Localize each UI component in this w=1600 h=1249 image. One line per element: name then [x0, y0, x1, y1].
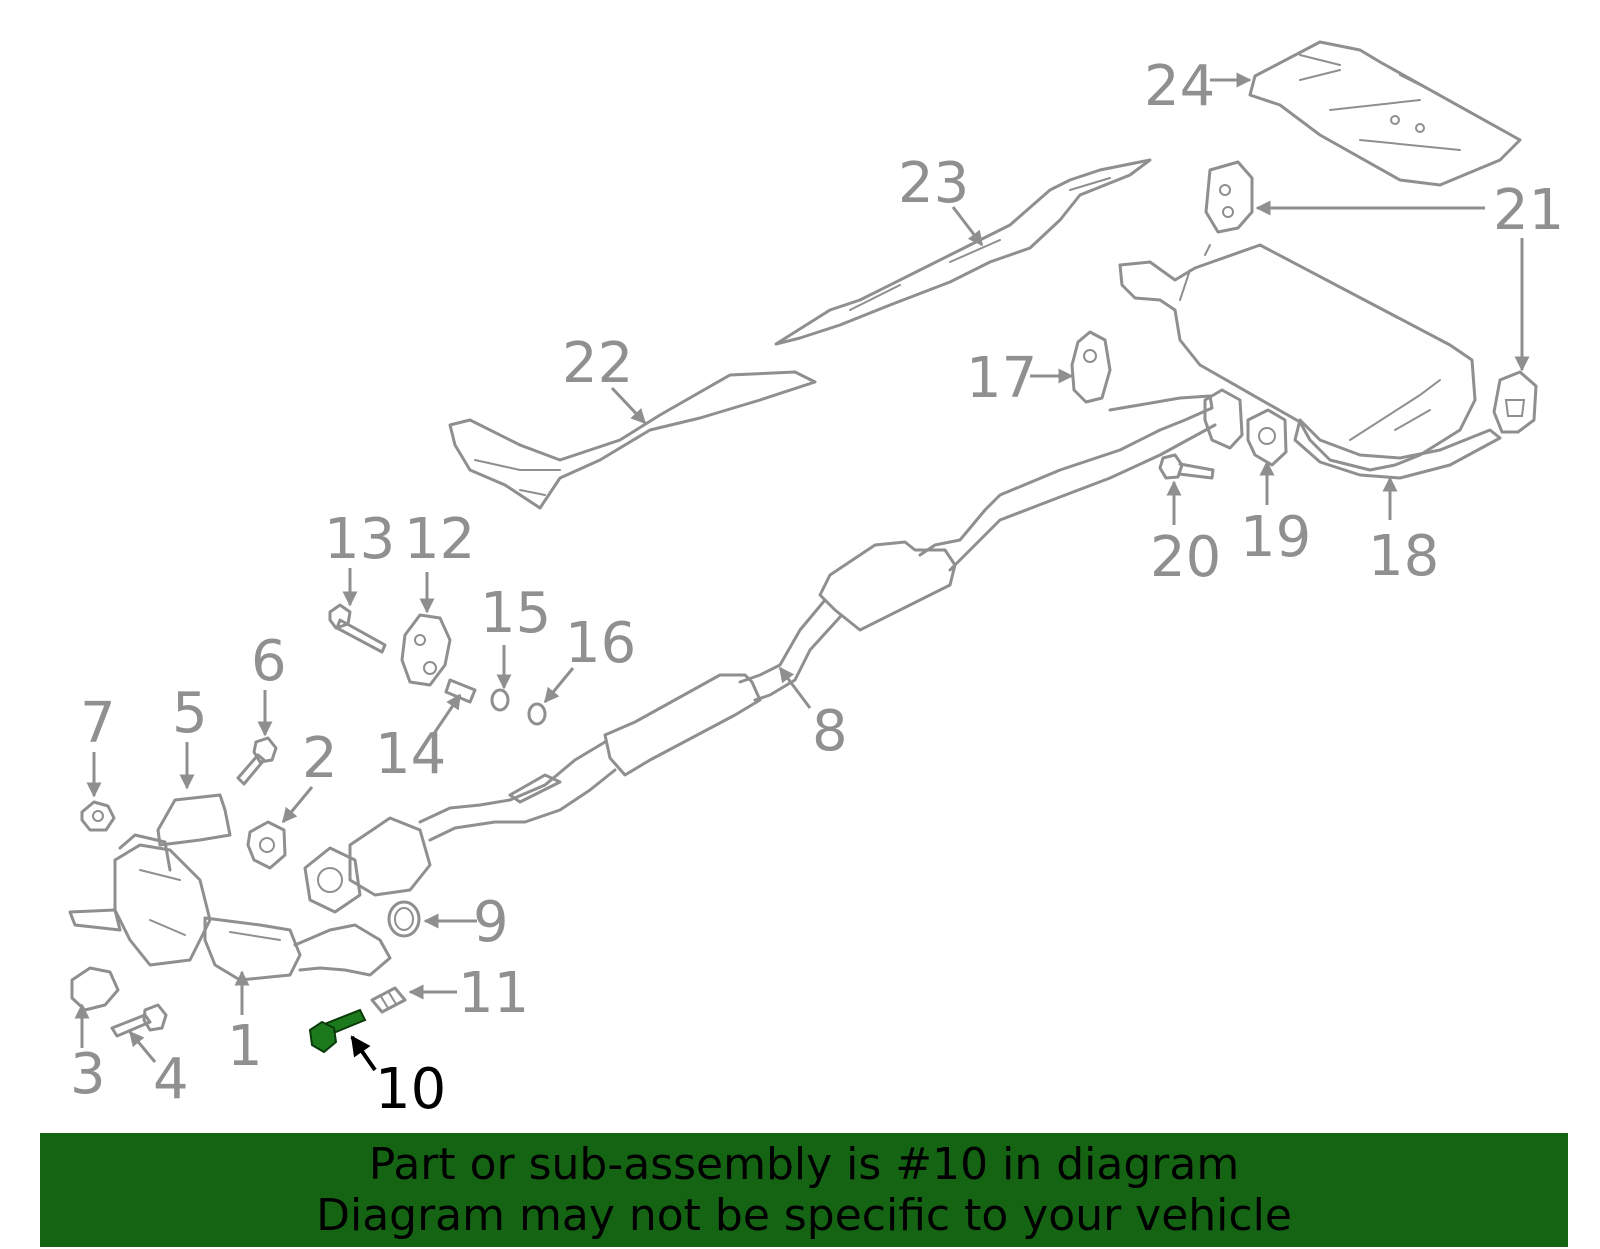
callout-15: 15 [480, 581, 551, 646]
banner-line-part-number: Part or sub-assembly is #10 in diagram [368, 1139, 1240, 1190]
callout-6: 6 [251, 629, 287, 694]
callout-21: 21 [1493, 178, 1564, 243]
front-hanger-part [1070, 330, 1112, 404]
spring-11-part [370, 986, 407, 1014]
callout-16: 16 [565, 611, 636, 676]
rear-hanger-part [1204, 160, 1538, 434]
gasket-12-part [400, 613, 452, 687]
gasket-2-part [246, 820, 287, 870]
callout-12: 12 [404, 507, 475, 572]
center-heat-shield-part [448, 370, 817, 510]
pin-14-part [444, 678, 477, 704]
callout-22: 22 [562, 331, 633, 396]
callout-18: 18 [1368, 524, 1439, 589]
callout-2: 2 [302, 726, 338, 791]
bolt-13-part [328, 603, 387, 654]
front-pipe-part [68, 833, 392, 982]
washer-15-part [490, 688, 510, 712]
gasket-ring-9-part [387, 900, 421, 938]
muffler-part [1118, 243, 1502, 480]
callout-17: 17 [966, 346, 1037, 411]
leader-arrows [74, 72, 1530, 1072]
catalytic-converter-part [303, 816, 432, 914]
callout-23: 23 [898, 151, 969, 216]
callout-5: 5 [172, 681, 208, 746]
callout-3: 3 [70, 1042, 106, 1107]
gasket-19-part [1246, 408, 1288, 467]
bolt-6-part [236, 736, 278, 786]
callout-7: 7 [80, 691, 116, 756]
callout-24: 24 [1144, 54, 1215, 119]
banner-line-disclaimer: Diagram may not be specific to your vehi… [316, 1190, 1292, 1241]
floor-heat-shield-part [1248, 40, 1522, 187]
nut-7-part [80, 800, 116, 832]
bracket-5-part [156, 793, 232, 847]
callout-labels: 24 23 21 22 17 13 12 20 19 18 15 16 6 5 … [70, 54, 1564, 1122]
callout-13: 13 [324, 507, 395, 572]
bolt-4-part [110, 1003, 168, 1038]
bracket-3-part [70, 966, 120, 1012]
washer-16-part [527, 702, 547, 726]
callout-8: 8 [812, 699, 848, 764]
tunnel-heat-shield-part [774, 158, 1152, 346]
center-pipe-part [418, 388, 1244, 842]
bolt-10-highlighted-part [308, 1008, 367, 1054]
callout-4: 4 [153, 1047, 189, 1112]
bolt-20-part [1158, 453, 1215, 480]
callout-20: 20 [1150, 525, 1221, 590]
callout-19: 19 [1240, 505, 1311, 570]
callout-9: 9 [473, 890, 509, 955]
callout-10: 10 [375, 1057, 446, 1122]
part-info-banner: Part or sub-assembly is #10 in diagram D… [40, 1133, 1568, 1247]
callout-1: 1 [227, 1014, 263, 1079]
callout-14: 14 [375, 722, 446, 787]
callout-11: 11 [458, 961, 529, 1026]
